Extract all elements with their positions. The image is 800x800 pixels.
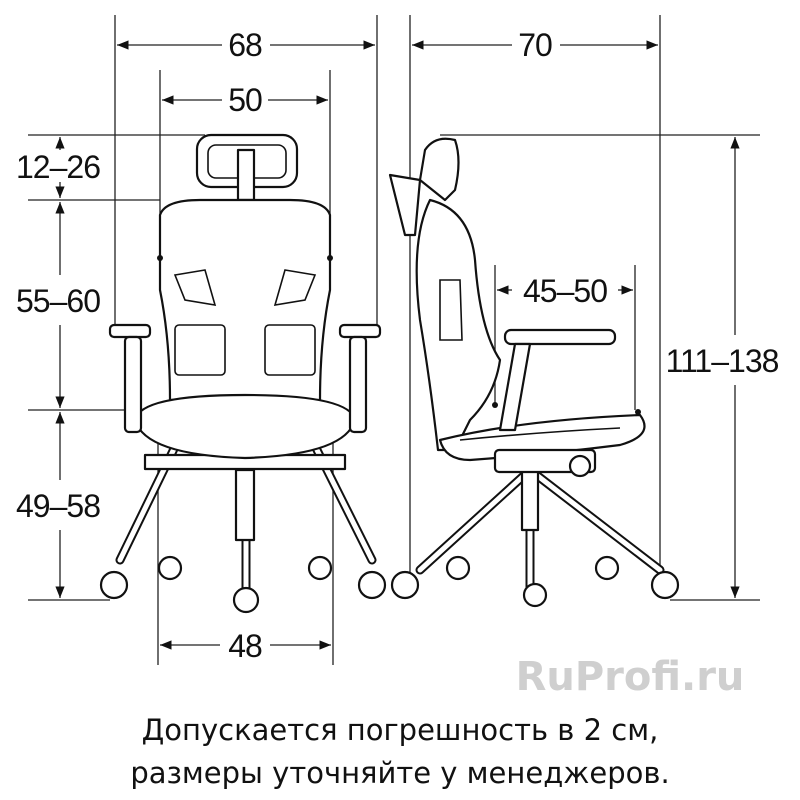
seat-height-label: 49–58	[16, 488, 100, 524]
extension-lines	[28, 15, 760, 665]
overall-depth-label: 70	[518, 27, 552, 63]
chair-front-view	[99, 133, 387, 614]
overall-height-label: 111–138	[666, 343, 779, 379]
note-line-2: размеры уточняйте у менеджеров.	[130, 756, 669, 790]
dimension-arrows	[55, 40, 740, 650]
watermark: RuProfi.ru	[516, 654, 745, 700]
chair-side-view	[388, 137, 680, 608]
seat-width-label: 48	[228, 628, 262, 664]
back-width-label: 50	[228, 82, 262, 118]
overall-width-label: 68	[228, 27, 262, 63]
headrest-adjust-label: 12–26	[16, 149, 100, 185]
seat-depth-label: 45–50	[523, 273, 607, 309]
note-line-1: Допускается погрешность в 2 см,	[142, 713, 659, 747]
back-height-label: 55–60	[16, 283, 100, 319]
